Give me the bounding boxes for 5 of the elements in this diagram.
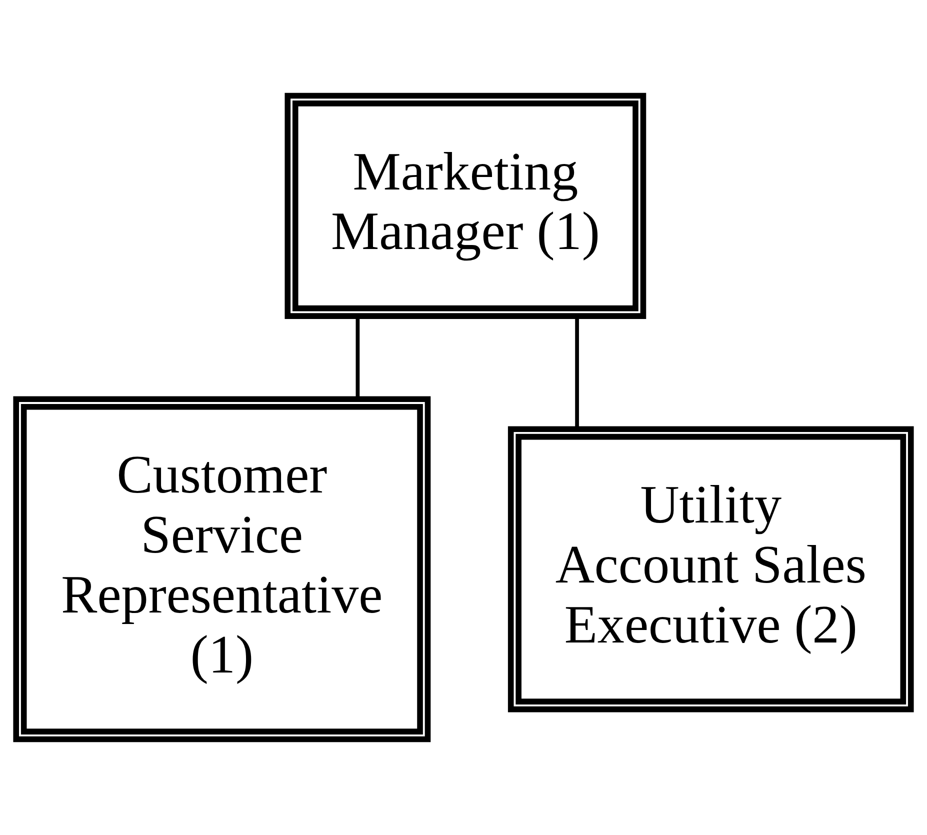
node-box: Utility Account Sales Executive (2): [508, 426, 914, 712]
node-box: Marketing Manager (1): [284, 92, 646, 319]
connector: [575, 316, 579, 429]
node-box: Customer Service Representative (1): [13, 396, 431, 742]
connector: [356, 316, 360, 399]
